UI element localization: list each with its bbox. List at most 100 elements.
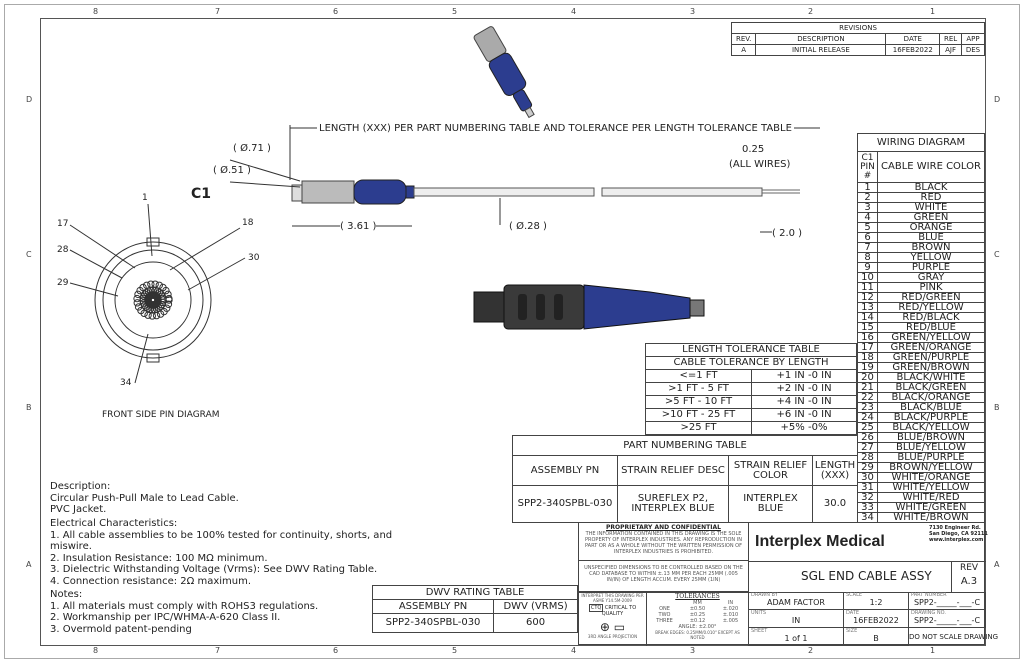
wiring-color: BLUE [877, 232, 985, 243]
length-tolerance-table: LENGTH TOLERANCE TABLE CABLE TOLERANCE B… [645, 343, 857, 435]
note-line: miswire. [50, 541, 92, 552]
zone-col-label: 7 [215, 7, 221, 16]
dwv-cell: 600 [493, 613, 578, 633]
address-line: www.interplex.com [929, 537, 984, 543]
zone-col-label: 5 [452, 646, 458, 655]
tolerance-cell: ±.005 [722, 618, 739, 624]
projection-symbol-icon: ⊕ ▭ [599, 620, 626, 634]
zone-col-label: 2 [808, 7, 814, 16]
wiring-color: GREEN/PURPLE [877, 352, 985, 363]
wiring-pin: 30 [857, 472, 878, 483]
proprietary-title: PROPRIETARY AND CONFIDENTIAL [606, 524, 721, 531]
zone-col-label: 6 [333, 7, 339, 16]
sheet-border [4, 4, 1020, 659]
note-line: Description: [50, 481, 111, 492]
tolerances-title: TOLERANCES [675, 593, 720, 600]
description-notes: Description:Circular Push-Pull Male to L… [50, 481, 239, 516]
zone-col-label: 7 [215, 646, 221, 655]
pin-label: 30 [248, 253, 260, 263]
wiring-pin: 14 [857, 312, 878, 323]
dim-20: ( 2.0 ) [772, 228, 803, 239]
wiring-pin: 31 [857, 482, 878, 493]
pin-label: 29 [57, 278, 69, 288]
wiring-pin: 9 [857, 262, 878, 273]
wiring-color: RED/BLACK [877, 312, 985, 323]
front-side-label: FRONT SIDE PIN DIAGRAM [102, 410, 220, 420]
tolerance-cell: THREE [656, 618, 673, 624]
length-tolerance: +5% -0% [751, 421, 857, 435]
wiring-color: BLACK [877, 182, 985, 193]
tolerance-row: THREE±0.12±.005 [648, 618, 747, 624]
tolerance-cell: ±.010 [722, 612, 739, 618]
wiring-color: RED/GREEN [877, 292, 985, 303]
wiring-pin: 15 [857, 322, 878, 333]
app-cell: DES [960, 44, 986, 56]
note-line: 3. Dielectric Withstanding Voltage (Vrms… [50, 564, 378, 575]
wiring-pin: 16 [857, 332, 878, 343]
tolerance-cell: ±0.50 [689, 606, 706, 612]
note-line: 1. All materials must comply with ROHS3 … [50, 600, 319, 612]
note-line: 4. Connection resistance: 2Ω maximum. [50, 575, 252, 587]
wiring-pin: 13 [857, 302, 878, 313]
wiring-title: WIRING DIAGRAM [857, 133, 985, 152]
title-block: PROPRIETARY AND CONFIDENTIAL THE INFORMA… [578, 522, 998, 646]
dim-028: ( Ø.28 ) [509, 221, 547, 232]
wiring-pin: 17 [857, 342, 878, 353]
zone-col-label: 2 [808, 646, 814, 655]
zone-col-label: 5 [452, 7, 458, 16]
pin-label: 1 [142, 193, 148, 203]
wiring-pin: 7 [857, 242, 878, 253]
length-tolerance: +4 IN -0 IN [751, 395, 857, 409]
wiring-pin: 24 [857, 412, 878, 423]
title-field-dwg: DRAWING NO.SPP2-_____-___-C [909, 610, 986, 628]
drawing-title: SGL END CABLE ASSY [801, 569, 932, 583]
part-cell: INTERPLEX BLUE [728, 485, 813, 523]
wiring-pin: 28 [857, 452, 878, 463]
tolerance-cell: ONE [659, 606, 670, 612]
wiring-pin: 11 [857, 282, 878, 293]
connector-closeup [473, 284, 705, 330]
contact-pin [133, 294, 141, 303]
wiring-pin: 19 [857, 362, 878, 373]
part-cell: SPP2-340SPBL-030 [512, 485, 618, 523]
part-header: LENGTH (XXX) [811, 455, 859, 486]
contact-pin [139, 283, 147, 292]
zone-row-label: A [26, 560, 32, 569]
zone-col-label: 8 [93, 7, 99, 16]
dim-051: ( Ø.51 ) [213, 165, 251, 176]
part-cell: SUREFLEX P2, INTERPLEX BLUE [617, 485, 729, 523]
length-range: >5 FT - 10 FT [645, 395, 752, 409]
wiring-color: RED/BLUE [877, 322, 985, 333]
pin-header: C1 PIN # [857, 151, 878, 183]
wiring-color: BLACK/YELLOW [877, 422, 985, 433]
zone-col-label: 3 [690, 646, 696, 655]
field-value: IN [791, 616, 801, 625]
note-line: PVC Jacket. [50, 504, 107, 515]
tolerance-cell: ±0.25 [689, 612, 706, 618]
wiring-color: YELLOW [877, 252, 985, 263]
wiring-pin: 27 [857, 442, 878, 453]
wiring-pin: 1 [857, 182, 878, 193]
wiring-color: ORANGE [877, 222, 985, 233]
contact-pin [162, 286, 170, 295]
zone-row-label: A [994, 560, 1000, 569]
wiring-color: PINK [877, 282, 985, 293]
wiring-color: BLACK/ORANGE [877, 392, 985, 403]
length-range: >25 FT [645, 421, 752, 435]
zone-row-label: B [26, 403, 32, 412]
wiring-color: BROWN/YELLOW [877, 462, 985, 473]
field-value: SPP2-_____-___-C [913, 598, 981, 607]
field-value: 1:2 [869, 598, 883, 607]
wiring-color: GREEN [877, 212, 985, 223]
field-label: DRAWING NO. [911, 610, 946, 616]
wiring-pin: 2 [857, 192, 878, 203]
wiring-color: BLUE/PURPLE [877, 452, 985, 463]
zone-col-label: 1 [930, 7, 936, 16]
wiring-color: BLACK/WHITE [877, 372, 985, 383]
pin-label: 17 [57, 219, 69, 229]
wiring-color: GREEN/YELLOW [877, 332, 985, 343]
